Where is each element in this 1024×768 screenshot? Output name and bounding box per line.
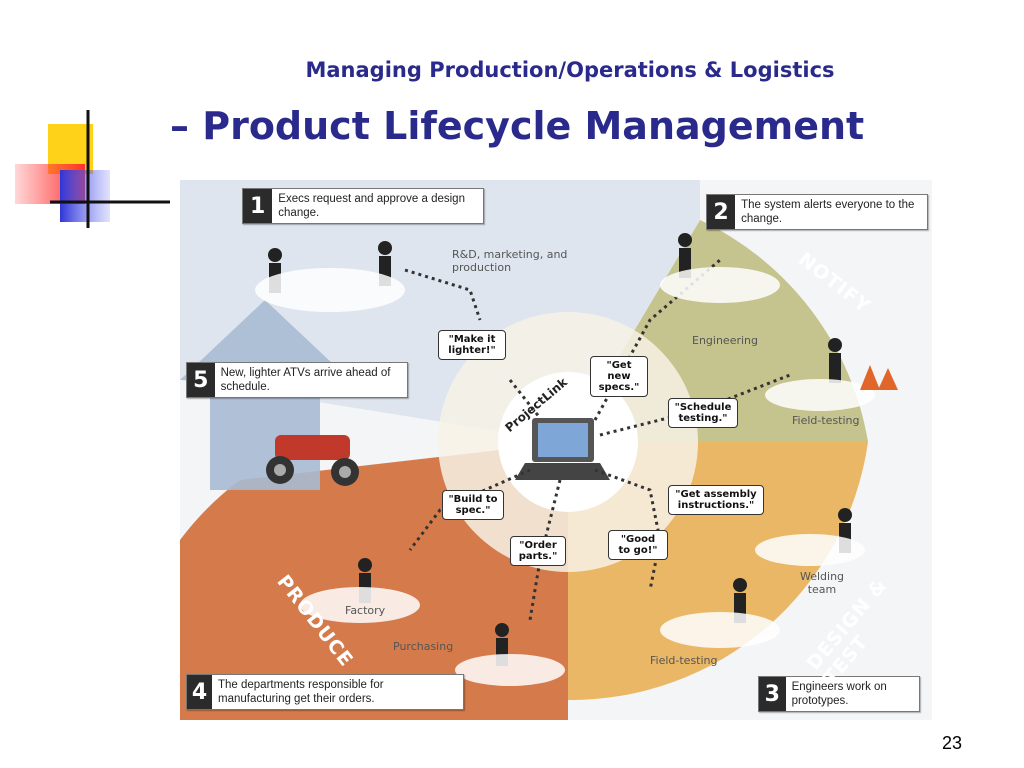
bubble-get-new-specs: "Get new specs."	[590, 356, 648, 397]
laptop-icon	[515, 418, 610, 480]
decorative-squares-logo	[15, 110, 170, 228]
step-2-box: 2 The system alerts everyone to the chan…	[706, 194, 928, 230]
label-field-testing-bottom: Field-testing	[650, 654, 718, 667]
step-5-number: 5	[187, 363, 215, 397]
step-4-text: The departments responsible for manufact…	[217, 679, 384, 705]
label-field-testing-top: Field-testing	[792, 414, 860, 427]
bubble-build-to-spec: "Build to spec."	[442, 490, 504, 520]
bubble-schedule-testing: "Schedule testing."	[668, 398, 738, 428]
step-4-number: 4	[187, 675, 212, 709]
page-number: 23	[941, 733, 962, 753]
step-1-number: 1	[243, 189, 273, 223]
label-purchasing: Purchasing	[393, 640, 454, 653]
label-factory: Factory	[345, 604, 386, 617]
step-5-box: 5 New, lighter ATVs arrive ahead of sche…	[186, 362, 408, 398]
slide-subtitle: Managing Production/Operations & Logisti…	[305, 58, 835, 82]
label-rnd: R&D, marketing, and production	[452, 248, 568, 274]
step-4-box: 4 The departments responsible for manufa…	[186, 674, 464, 710]
step-3-box: 3 Engineers work on prototypes.	[758, 676, 920, 712]
step-1-box: 1 Execs request and approve a design cha…	[242, 188, 484, 224]
step-3-text: Engineers work on prototypes.	[791, 681, 887, 707]
atv-icon	[266, 435, 359, 486]
plm-diagram: 1 Execs request and approve a design cha…	[180, 180, 932, 720]
bubble-get-assembly-instructions: "Get assembly instructions."	[668, 485, 764, 515]
bubble-make-it-lighter: "Make it lighter!"	[438, 330, 506, 360]
label-engineering: Engineering	[692, 334, 758, 347]
step-2-number: 2	[707, 195, 736, 229]
blue-square	[60, 170, 110, 222]
slide-title: – Product Lifecycle Management	[170, 104, 865, 148]
station-pads	[255, 267, 875, 686]
step-1-text: Execs request and approve a design chang…	[278, 193, 465, 219]
bubble-good-to-go: "Good to go!"	[608, 530, 668, 560]
step-2-text: The system alerts everyone to the change…	[741, 199, 915, 225]
step-3-number: 3	[759, 677, 786, 711]
bubble-order-parts: "Order parts."	[510, 536, 566, 566]
step-5-text: New, lighter ATVs arrive ahead of schedu…	[220, 367, 391, 393]
traffic-cone-icons	[860, 365, 898, 390]
label-welding-team: Welding team	[799, 570, 845, 596]
